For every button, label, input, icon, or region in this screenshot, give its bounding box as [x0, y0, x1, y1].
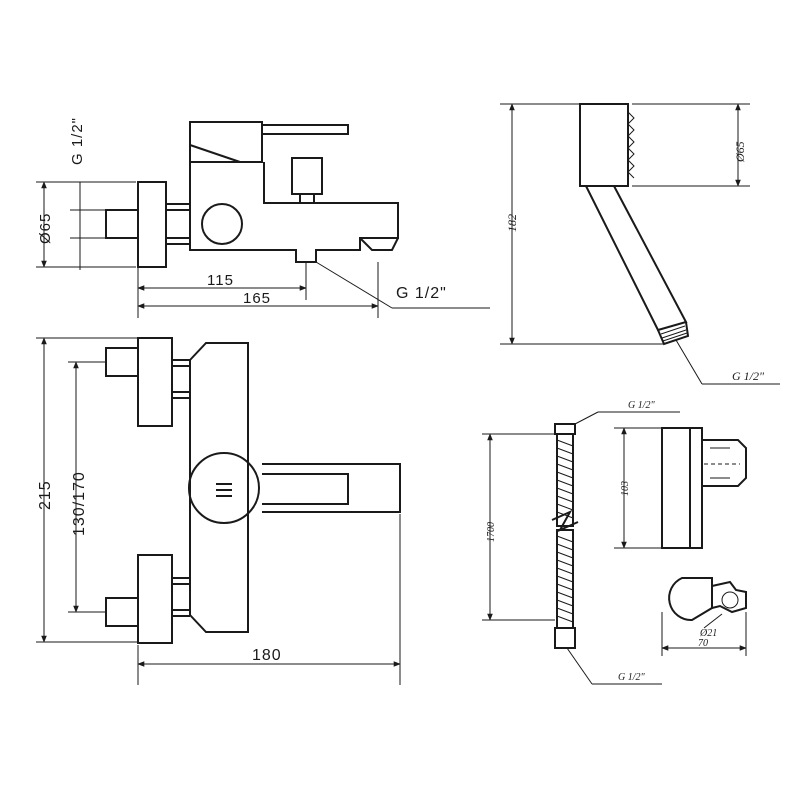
diverter-stem	[299, 194, 315, 203]
dim-215-label: 215	[37, 480, 54, 510]
holder-cradle	[702, 439, 747, 487]
handshower	[579, 103, 690, 346]
dim-180-label: 180	[252, 647, 282, 664]
dim-thread-left: G 1/2"	[69, 117, 106, 270]
holder-width-label: 70	[698, 638, 708, 649]
holder-hole	[721, 591, 739, 609]
hose-length-label: 1700	[486, 522, 497, 542]
dim-holder-height: 103	[614, 427, 662, 549]
dim-115-165: 115 165 G 1/2"	[137, 261, 490, 318]
bottom-pipe	[105, 597, 139, 627]
lever-arm	[261, 124, 349, 135]
mixer-body	[189, 162, 399, 263]
hose-thread-callouts: G 1/2" G 1/2"	[566, 400, 680, 685]
union-nut	[166, 203, 190, 245]
dim-hose-length: 1700	[482, 433, 555, 621]
holder-diameter-label: Ø21	[699, 628, 717, 639]
holder-top-body	[668, 577, 713, 622]
dim-holder-top: Ø21 70	[661, 612, 747, 656]
holder-top-clip	[711, 580, 747, 614]
top-pipe	[105, 347, 139, 377]
handshower-nozzles	[627, 111, 635, 179]
dim-diameter-65: Ø65	[36, 181, 136, 268]
diverter-knob	[291, 157, 323, 195]
thread-label-left: G 1/2"	[69, 117, 86, 165]
handshower-thread-callout: G 1/2"	[675, 339, 780, 385]
lever-edge	[189, 144, 241, 163]
thread-label-outlet: G 1/2"	[396, 285, 447, 302]
wall-holder-top	[668, 577, 747, 622]
lever-base	[189, 121, 263, 163]
dim-182: 182	[500, 103, 664, 345]
front-cartridge-mark	[216, 483, 232, 497]
diameter-label-top: Ø65	[37, 213, 54, 244]
dim-180: 180	[137, 514, 401, 685]
mixer-front-view	[105, 337, 401, 644]
dim-182-label: 182	[505, 214, 519, 232]
front-cartridge	[188, 452, 260, 524]
shower-hose	[551, 423, 579, 649]
hose-bottom-nut	[554, 627, 576, 649]
handshower-thread-label: G 1/2"	[732, 369, 765, 383]
front-spout-inner	[262, 473, 349, 505]
hose-thread-top: G 1/2"	[628, 400, 656, 411]
cartridge-circle	[201, 203, 243, 245]
bottom-union-nut	[172, 577, 190, 617]
wall-pipe	[105, 209, 139, 239]
mixer-side-view	[105, 121, 399, 268]
top-union-nut	[172, 359, 190, 399]
front-body	[189, 342, 249, 633]
wall-holder-side	[661, 427, 747, 549]
front-spout	[262, 463, 401, 513]
handshower-diameter-label: Ø65	[733, 141, 747, 163]
holder-body	[661, 427, 703, 549]
dim-165-label: 165	[243, 290, 271, 307]
holder-height-label: 103	[620, 481, 631, 496]
dim-115-label: 115	[207, 272, 234, 289]
hose-top-nut	[554, 423, 576, 435]
top-flange	[137, 337, 173, 427]
hose-break-mark	[551, 509, 579, 533]
dim-130-170: 130/170	[68, 361, 106, 613]
bottom-flange	[137, 554, 173, 644]
spout-outlet	[359, 237, 399, 251]
wall-flange	[137, 181, 167, 268]
handshower-head	[579, 103, 629, 187]
dim-130-170-label: 130/170	[71, 471, 88, 536]
dim-215: 215	[36, 337, 138, 643]
dim-handshower-diameter: Ø65	[632, 103, 750, 187]
hose-thread-bottom: G 1/2"	[618, 672, 646, 683]
handshower-handle	[585, 185, 688, 332]
